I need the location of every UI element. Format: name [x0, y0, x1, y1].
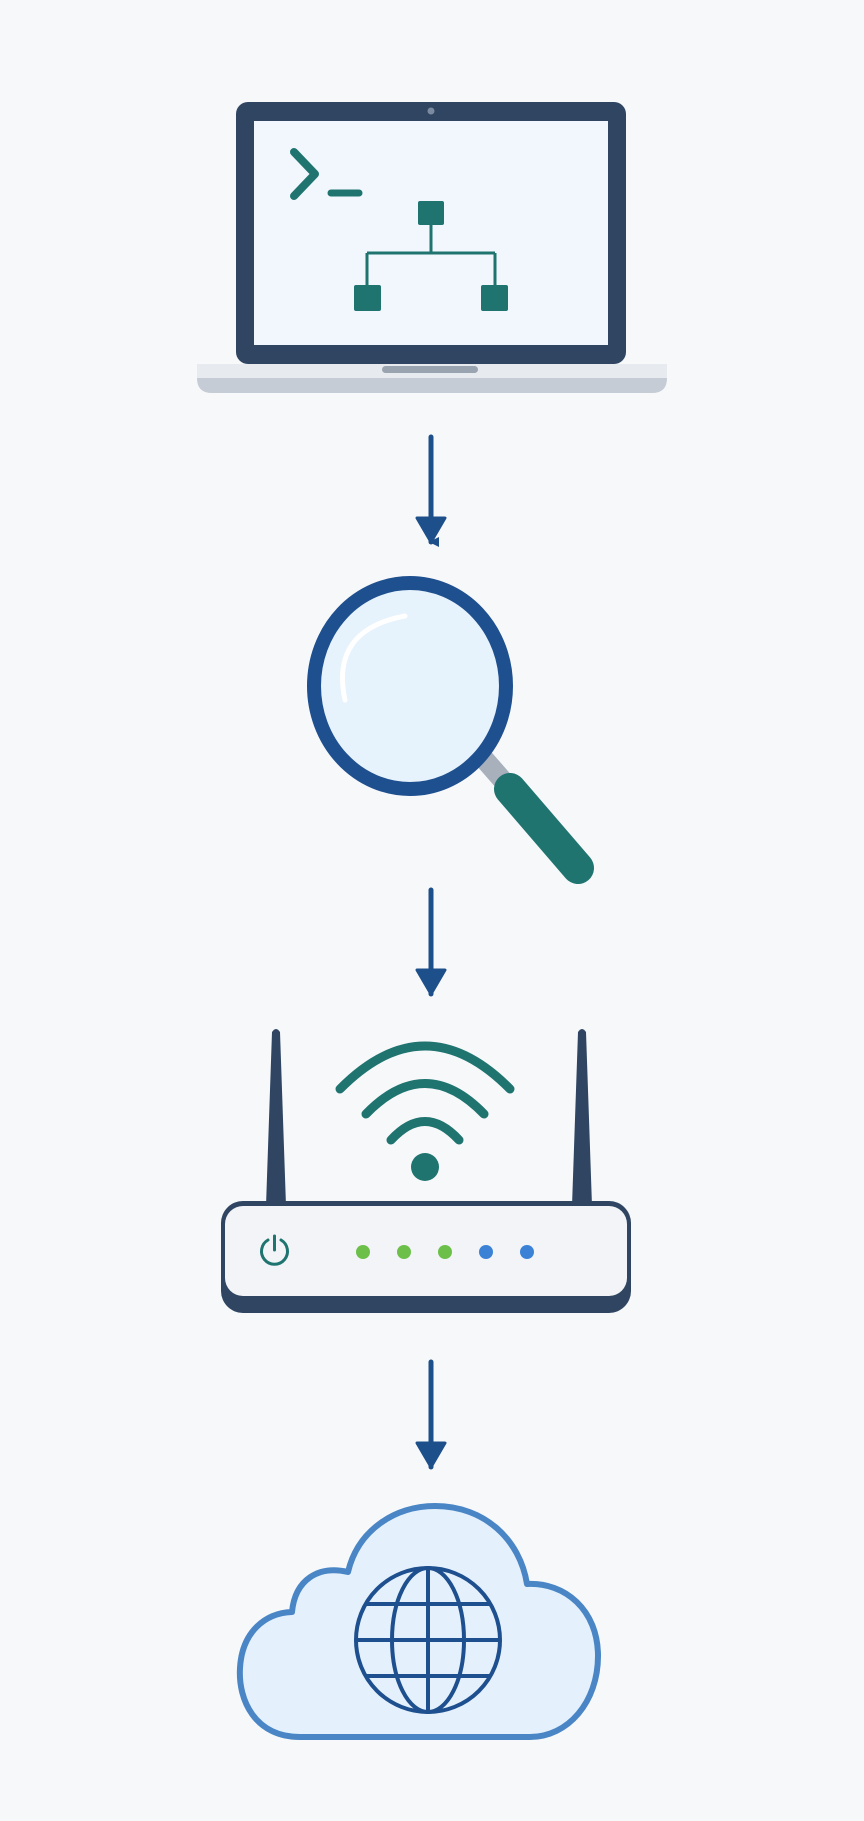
- led-1: [356, 1245, 370, 1259]
- led-2: [397, 1245, 411, 1259]
- cloud-globe-icon: [236, 1503, 601, 1740]
- antenna-right: [572, 1029, 592, 1206]
- arrow-head-3: [415, 1441, 447, 1469]
- antenna-left: [266, 1029, 286, 1206]
- led-5: [520, 1245, 534, 1259]
- wifi-router-icon: [221, 1029, 631, 1313]
- globe-icon: [354, 1566, 502, 1714]
- webcam-icon: [427, 107, 435, 115]
- status-leds: [356, 1245, 534, 1259]
- magnifier-handle: [494, 773, 594, 884]
- power-icon: [260, 1234, 289, 1266]
- wifi-dot: [411, 1153, 439, 1181]
- magnifying-glass-icon: [307, 576, 594, 884]
- led-3: [438, 1245, 452, 1259]
- terminal-prompt-icon: [290, 148, 363, 200]
- laptop-icon: [197, 102, 667, 393]
- router-face: [225, 1206, 627, 1296]
- hierarchy-tree-icon: [354, 201, 508, 311]
- led-4: [479, 1245, 493, 1259]
- lens-glare: [340, 613, 408, 703]
- cloud-shape: [236, 1503, 601, 1740]
- trackpad-notch: [382, 366, 478, 373]
- arrow-head-1: [415, 516, 447, 544]
- wifi-signal-icon: [335, 1041, 515, 1145]
- arrow-head-2: [415, 968, 447, 996]
